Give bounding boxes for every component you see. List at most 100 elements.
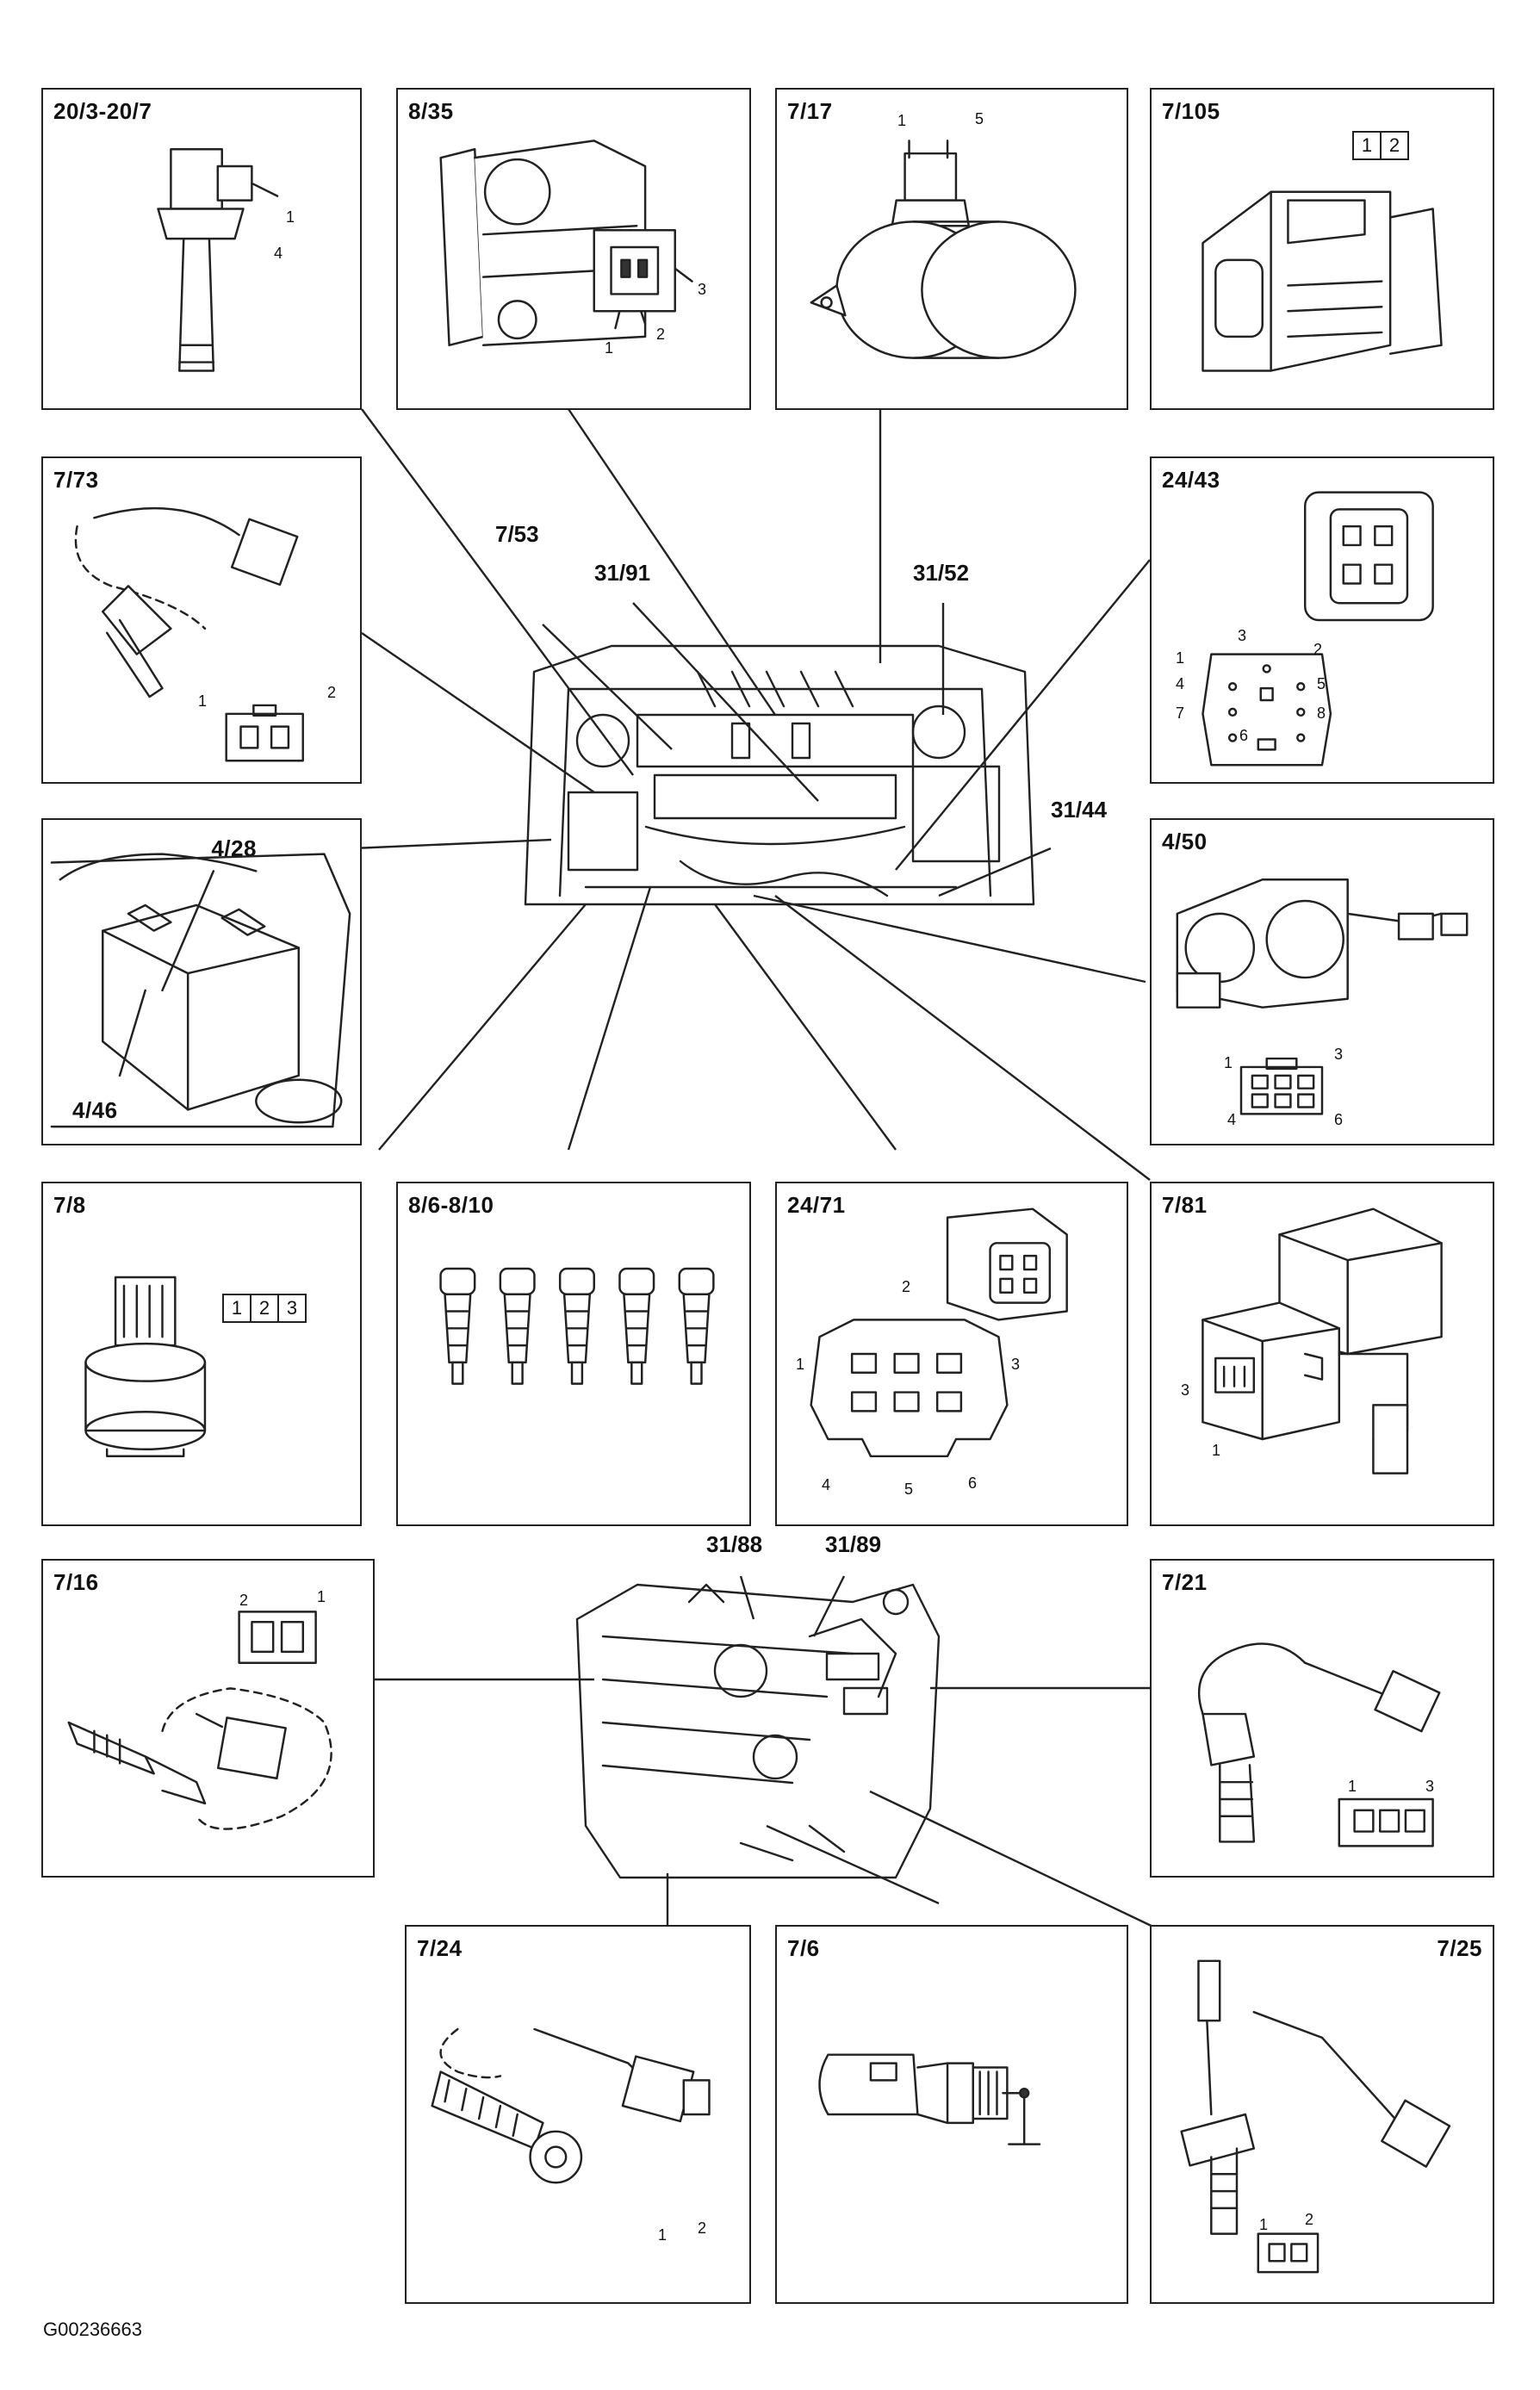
panel-connector-24-43: 24/43 3 1 2 4 5 7 8 6 [1150,456,1494,784]
pin-label: 6 [1334,1111,1344,1128]
pin-label: 4 [822,1476,831,1493]
panel-idle-air-valve: 8/35 3 1 2 [396,88,751,410]
coolant-sensor-icon [67,1611,332,1830]
callout-label: 7/53 [495,521,539,547]
pin-label: 7 [1176,705,1185,722]
pin-label: 3 [1181,1381,1190,1399]
panel-label: 7/25 [1437,1935,1482,1961]
callout-label: 31/52 [913,560,970,586]
panel-connector-24-71: 24/71 2 1 3 4 5 6 [775,1182,1128,1526]
battery-icon [50,853,351,1128]
panel-label: 7/8 [53,1192,86,1218]
pin-label: 2 [1313,641,1323,658]
leader-24-43 [895,559,1151,871]
panel-camshaft-sensor: 7/21 1 3 [1150,1559,1494,1878]
panel-label: 8/35 [408,98,454,124]
pin-label: 1 [658,2226,668,2244]
panel-label: 20/3-20/7 [53,98,152,124]
panel-label-secondary: 4/46 [72,1097,118,1123]
leader-31-88 [739,1575,755,1620]
callout-label: 31/44 [1051,797,1108,823]
pin-label: 8 [1317,705,1326,722]
connector-pin-diagram: 1 2 [1352,131,1409,160]
panel-ignition-coil: 20/3-20/7 1 4 [41,88,362,410]
panel-label: 7/73 [53,467,99,493]
panel-label: 24/71 [787,1192,846,1218]
fuel-injector-icon [439,1267,715,1385]
leader-7-73 [361,632,595,793]
crankshaft-sensor-icon [1180,1959,1451,2274]
pin-label: 4 [1176,675,1185,692]
callout-label: 31/88 [706,1531,763,1557]
pin-label: 4 [1227,1111,1237,1128]
pin-label: 3 [1011,1356,1021,1373]
panel-map-sensor: 7/81 3 1 [1150,1182,1494,1526]
figure-code: G00236663 [43,2319,142,2340]
camshaft-sensor-icon [1198,1642,1441,1847]
pin-label: 1 [198,692,208,710]
pin-label: 3 [1334,1046,1344,1063]
panel-label: 8/6-8/10 [408,1192,494,1218]
panel-mass-airflow-sensor: 7/17 1 5 [775,88,1128,410]
pin-label: 5 [975,110,984,127]
sensor-connector-icon [1202,190,1443,372]
pin-label: 3 [1425,1778,1435,1795]
pin-label: 1 [605,339,614,357]
pin-cell: 2 [1380,131,1409,160]
leader-20-3 [361,408,634,776]
oil-pressure-sensor-icon [818,2053,1041,2145]
leader-24-71 [714,903,897,1151]
pin-label: 1 [1259,2216,1269,2233]
panel-label: 7/24 [417,1935,463,1961]
pin-label: 1 [1348,1778,1357,1795]
leader-7-25 [869,1790,1159,1931]
leader-31-89 [812,1575,846,1637]
idle-air-valve-icon [439,140,693,347]
pin-label: 5 [1317,675,1326,692]
leader-7-81 [774,895,1151,1181]
eight-pin-connector-icon [1202,491,1434,767]
six-pin-connector-icon [810,1207,1068,1458]
panel-label: 7/6 [787,1935,820,1961]
pin-label: 3 [698,281,707,298]
panel-sensor-7-105: 7/105 1 2 [1150,88,1494,410]
panel-crankshaft-sensor: 7/25 1 2 [1150,1925,1494,2304]
leader-7-6 [766,1824,940,1905]
panel-label: 7/17 [787,98,833,124]
pin-label: 4 [274,245,283,262]
knock-sensor-icon [431,2027,711,2184]
pin-label: 1 [317,1588,326,1605]
map-sensor-icon [1202,1207,1443,1474]
throttle-body-icon [1176,878,1469,1115]
pin-cell: 3 [277,1294,307,1323]
pin-label: 1 [1212,1442,1221,1459]
panel-label: 7/16 [53,1569,99,1595]
leader-4-28 [352,838,552,850]
engine-block-illustration [575,1583,941,1879]
connector-pin-diagram: 1 2 3 [222,1294,307,1323]
temperature-sender-icon [74,506,304,762]
panel-label: 7/105 [1162,98,1220,124]
pressure-switch-icon [84,1276,207,1457]
pin-label: 2 [698,2219,707,2237]
panel-oil-pressure-sensor: 7/6 [775,1925,1128,2304]
panel-label: 7/21 [1162,1569,1208,1595]
callout-label: 31/91 [594,560,651,586]
pin-label: 2 [656,326,666,343]
pin-label: 1 [1176,649,1185,667]
pin-label: 1 [897,112,907,129]
pin-label: 2 [902,1278,911,1295]
panel-knock-sensor: 7/24 1 2 [405,1925,751,2304]
pin-label: 6 [968,1474,978,1492]
leader-8-35 [568,408,776,716]
pin-label: 5 [904,1481,914,1498]
pin-label: 3 [1238,627,1247,644]
leader-7-8 [378,903,587,1151]
panel-label: 4/50 [1162,829,1208,854]
panel-throttle-body: 4/50 1 3 4 6 [1150,818,1494,1145]
panel-temperature-sender: 7/73 1 2 [41,456,362,784]
panel-label: 24/43 [1162,467,1220,493]
callout-label: 31/89 [825,1531,882,1557]
panel-pressure-switch: 7/8 1 2 3 [41,1182,362,1526]
